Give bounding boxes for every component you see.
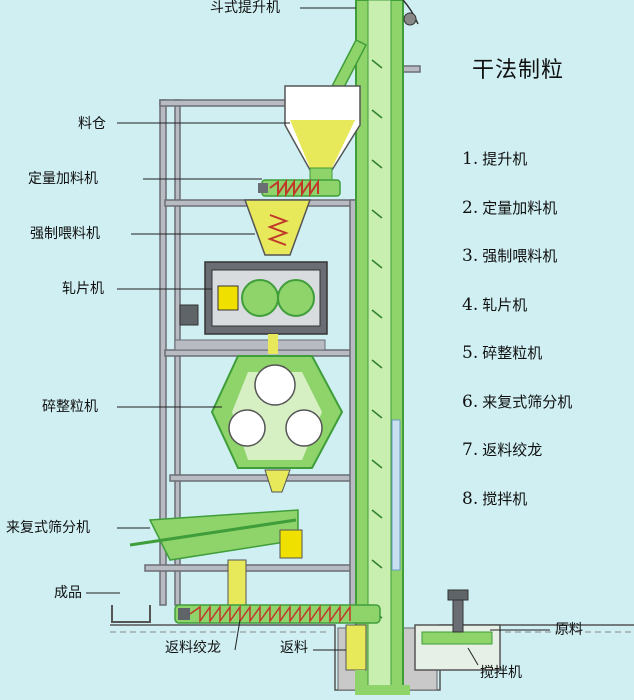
legend-item-number: 8. <box>462 488 479 509</box>
diagram-title: 干法制粒 <box>472 58 565 83</box>
granulator <box>210 355 344 493</box>
dosing-feeder <box>258 178 341 198</box>
roller-press <box>174 261 328 354</box>
legend-item-text: 碎整粒机 <box>482 344 543 362</box>
screener-motor <box>279 529 303 559</box>
legend-item: 5.碎整粒机 <box>462 344 572 393</box>
legend-item-text: 来复式筛分机 <box>482 392 573 411</box>
label-product: 成品 <box>54 585 82 601</box>
legend-item-text: 轧片机 <box>482 295 528 314</box>
label-granulator: 碎整粒机 <box>42 399 98 415</box>
granulator-rotor-top-icon <box>254 364 296 406</box>
mixer-motor <box>447 589 469 601</box>
screener <box>129 509 303 606</box>
label-roller-press: 轧片机 <box>62 281 104 297</box>
silo <box>284 85 361 181</box>
roller-left-icon <box>241 279 279 317</box>
force-feeder <box>243 199 312 256</box>
granulator-rotor-right-icon <box>285 409 323 447</box>
label-return-screw: 返料绞龙 <box>165 640 221 656</box>
legend-item-number: 5. <box>462 343 479 363</box>
legend-item-number: 7. <box>462 440 479 460</box>
legend-item: 2.定量加料机 <box>462 199 572 248</box>
label-return-material: 返料 <box>280 640 308 656</box>
roller-bearing <box>217 285 239 311</box>
bucket-elevator <box>328 0 419 691</box>
label-force-feeder: 强制喂料机 <box>30 226 100 242</box>
legend-item-text: 搅拌机 <box>482 489 528 508</box>
legend-item-number: 2. <box>462 197 479 218</box>
label-mixer: 搅拌机 <box>480 665 522 681</box>
granulator-rotor-left-icon <box>228 409 266 447</box>
legend-item-number: 1. <box>462 149 479 169</box>
legend-item: 6.来复式筛分机 <box>462 393 572 442</box>
legend-item: 7.返料绞龙 <box>462 441 572 490</box>
label-silo: 料仓 <box>78 116 106 132</box>
label-dosing-feeder: 定量加料机 <box>28 171 98 187</box>
return-screw-conveyor <box>174 604 381 671</box>
elevator-head-pulley-icon <box>403 12 417 26</box>
roller-motor <box>179 304 199 326</box>
legend-item-number: 4. <box>462 294 479 315</box>
label-screener: 来复式筛分机 <box>6 520 90 536</box>
product-outlet <box>111 605 151 623</box>
label-bucket-elevator: 斗式提升机 <box>210 0 280 16</box>
legend-item-text: 强制喂料机 <box>482 247 558 265</box>
label-raw-material: 原料 <box>555 622 583 638</box>
legend-list: 1.提升机 2.定量加料机 3.强制喂料机 4.轧片机 5.碎整粒机 6.来复式… <box>462 150 572 538</box>
legend-item: 3.强制喂料机 <box>462 247 572 296</box>
legend-item: 1.提升机 <box>462 150 572 199</box>
legend-item: 4.轧片机 <box>462 296 572 345</box>
legend-item: 8.搅拌机 <box>462 490 572 539</box>
legend-item-text: 提升机 <box>482 150 528 168</box>
legend-item-text: 定量加料机 <box>482 198 558 217</box>
leader-lines <box>86 7 550 666</box>
legend-item-text: 返料绞龙 <box>482 441 543 459</box>
legend-item-number: 6. <box>462 391 479 412</box>
legend-item-number: 3. <box>462 246 479 266</box>
roller-right-icon <box>277 279 315 317</box>
mixer <box>355 589 501 695</box>
